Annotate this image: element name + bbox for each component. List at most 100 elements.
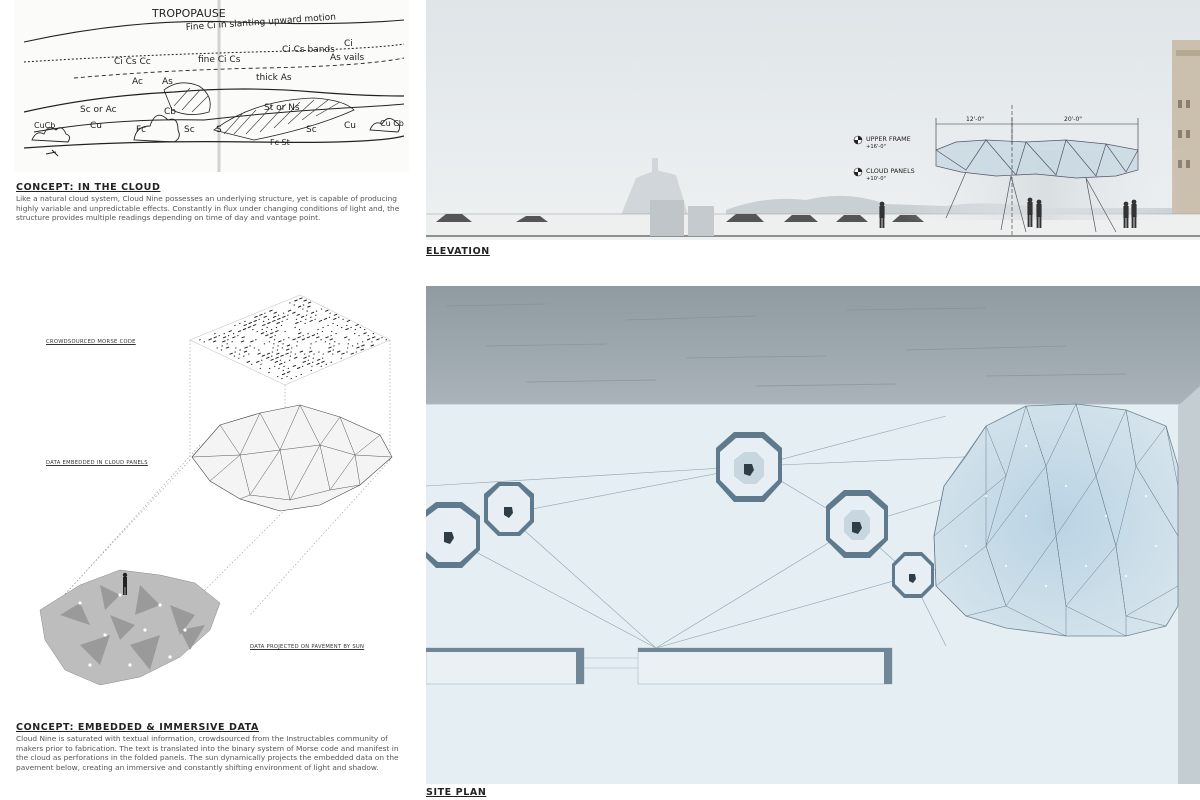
morse-mark xyxy=(350,352,355,355)
morse-mark xyxy=(265,334,269,337)
morse-mark xyxy=(360,348,365,351)
morse-mark xyxy=(263,315,268,318)
morse-mark xyxy=(280,354,284,357)
morse-mark xyxy=(222,336,227,339)
morse-mark xyxy=(267,321,271,325)
morse-mark xyxy=(303,299,308,302)
morse-mark xyxy=(356,346,360,349)
morse-mark xyxy=(247,325,252,329)
person-figure xyxy=(122,572,128,595)
morse-mark xyxy=(336,350,341,353)
svg-text:Fc: Fc xyxy=(136,125,146,135)
dimension-right: 20'-0" xyxy=(1064,116,1082,123)
svg-text:thick As: thick As xyxy=(256,73,292,83)
dimension-left: 12'-0" xyxy=(966,116,984,123)
svg-text:Cu Cb: Cu Cb xyxy=(380,119,404,128)
cloud-sketch-illustration: TROPOPAUSE Fine Ci in slanting upward mo… xyxy=(14,0,409,172)
morse-mark xyxy=(297,336,301,339)
morse-mark xyxy=(225,346,230,349)
morse-mark xyxy=(327,350,332,353)
svg-text:Cu: Cu xyxy=(344,121,356,131)
morse-mark xyxy=(275,352,280,355)
morse-mark xyxy=(307,301,312,304)
upper-frame-height: +16'-0" xyxy=(866,144,886,150)
people-silhouettes xyxy=(879,197,1137,228)
morse-mark xyxy=(222,340,226,343)
morse-mark xyxy=(299,297,303,300)
morse-mark xyxy=(232,336,236,339)
svg-text:Cu: Cu xyxy=(90,121,102,131)
morse-mark xyxy=(272,315,277,318)
morse-mark xyxy=(316,358,321,361)
site-plan-caption: SITE PLAN xyxy=(426,787,487,798)
morse-mark xyxy=(273,311,278,314)
morse-mark xyxy=(299,350,304,353)
morse-mark xyxy=(248,321,253,325)
svg-text:Sc or Ac: Sc or Ac xyxy=(80,105,117,115)
morse-mark xyxy=(318,319,323,323)
morse-mark xyxy=(292,311,296,314)
morse-mark xyxy=(325,336,329,339)
morse-mark xyxy=(274,360,279,363)
morse-mark xyxy=(278,362,283,366)
morse-mark xyxy=(269,309,273,312)
morse-mark xyxy=(308,350,313,353)
morse-mark xyxy=(346,319,351,323)
svg-text:Fc St: Fc St xyxy=(270,138,290,147)
planter-large xyxy=(716,432,782,502)
morse-mark xyxy=(316,362,320,366)
morse-mark xyxy=(265,356,270,359)
morse-mark xyxy=(343,336,348,339)
morse-mark xyxy=(301,338,306,341)
benches xyxy=(426,647,893,685)
morse-mark xyxy=(328,346,332,349)
svg-text:As: As xyxy=(162,77,173,87)
morse-mark xyxy=(292,338,296,341)
cloud-panels-height: +10'-0" xyxy=(866,176,886,182)
svg-text:As vails: As vails xyxy=(330,53,365,63)
morse-mark xyxy=(303,356,307,359)
morse-mark xyxy=(292,364,297,368)
label-pavement: DATA PROJECTED ON PAVEMENT BY SUN xyxy=(250,644,365,650)
morse-mark xyxy=(237,330,242,333)
morse-mark xyxy=(260,332,265,335)
morse-mark xyxy=(355,323,359,327)
planter-small xyxy=(892,552,934,598)
morse-mark xyxy=(311,334,316,337)
morse-mark xyxy=(240,340,245,343)
morse-mark xyxy=(282,315,286,318)
svg-text:Sc: Sc xyxy=(306,125,317,135)
morse-code-grid xyxy=(199,297,388,380)
upper-frame-label: UPPER FRAME xyxy=(866,135,911,143)
morse-mark xyxy=(345,328,349,331)
morse-mark xyxy=(306,336,311,339)
morse-mark xyxy=(302,360,307,363)
morse-mark xyxy=(332,317,337,321)
svg-text:CuCb: CuCb xyxy=(34,121,55,130)
morse-mark xyxy=(252,323,257,327)
morse-mark xyxy=(294,299,298,302)
morse-mark xyxy=(277,340,282,343)
morse-mark xyxy=(242,328,247,331)
morse-mark xyxy=(213,336,218,339)
label-panels: DATA EMBEDDED IN CLOUD PANELS xyxy=(46,460,148,466)
morse-mark xyxy=(255,360,260,363)
pavement-shadow-layer xyxy=(39,569,221,686)
morse-mark xyxy=(275,330,279,333)
svg-text:St or Ns: St or Ns xyxy=(264,103,300,113)
concept-data-body: Cloud Nine is saturated with textual inf… xyxy=(16,734,399,772)
site-plan-render xyxy=(426,286,1200,784)
cloud-panels-layer xyxy=(191,404,393,512)
morse-mark xyxy=(296,366,301,370)
morse-mark xyxy=(208,338,213,341)
planter-edge-left xyxy=(426,502,480,568)
morse-mark xyxy=(286,370,291,374)
morse-mark xyxy=(262,323,266,327)
morse-mark xyxy=(250,340,254,343)
cloud-nine-canopy xyxy=(933,403,1179,637)
morse-mark xyxy=(246,360,251,363)
morse-mark xyxy=(366,338,371,341)
morse-mark xyxy=(212,340,217,343)
morse-mark xyxy=(293,356,298,359)
morse-mark xyxy=(310,311,315,314)
